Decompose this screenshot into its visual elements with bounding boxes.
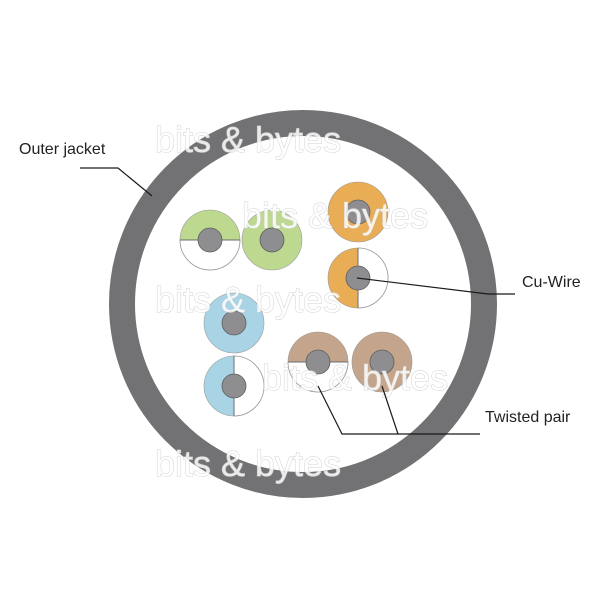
cu-core <box>259 227 285 253</box>
twisted-pair-leader-line-right <box>381 385 399 435</box>
cu-wire-leader-line <box>356 277 515 295</box>
green-pair-wire <box>179 209 241 271</box>
outer-jacket-leader-line <box>80 167 153 197</box>
watermark-text: bits & bytes <box>262 357 448 398</box>
green-pair-wire <box>241 209 303 271</box>
cu-core <box>221 310 247 336</box>
watermark-text: bits & bytes <box>242 195 428 236</box>
cu-core <box>221 373 247 399</box>
brown-pair-wire <box>287 331 349 393</box>
watermark-text: bits & bytes <box>155 279 341 320</box>
watermark-group: bits & bytes bits & bytes bits & bytes b… <box>155 119 449 485</box>
wire-white-stripe <box>179 239 241 271</box>
cu-core <box>345 199 371 225</box>
wire-white-stripe <box>287 361 349 393</box>
wire-white-stripe <box>233 355 265 417</box>
cu-core <box>305 349 331 375</box>
cu-wire-label: Cu-Wire <box>522 274 581 291</box>
wire-white-stripe <box>357 247 389 309</box>
orange-pair-wire <box>327 181 389 243</box>
watermark-text: bits & bytes <box>155 443 341 484</box>
twisted-pair-label: Twisted pair <box>485 409 571 426</box>
blue-pair-wire <box>203 355 265 417</box>
twisted-pair-leader-line-left <box>317 385 480 435</box>
brown-pair-wire <box>351 331 413 393</box>
watermark-text: bits & bytes <box>155 119 341 160</box>
cu-core <box>369 349 395 375</box>
blue-pair-wire <box>203 292 265 354</box>
wires-group <box>179 181 413 417</box>
outer-jacket <box>109 110 497 498</box>
cu-core <box>197 227 223 253</box>
outer-jacket-label: Outer jacket <box>19 141 106 158</box>
